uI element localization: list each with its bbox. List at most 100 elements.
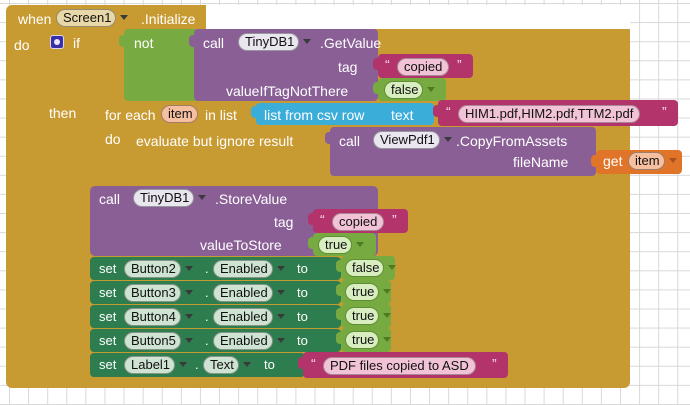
list-from-csv-row-socket-label: text bbox=[391, 107, 414, 123]
text-block-label1-plug bbox=[298, 357, 305, 373]
not-block[interactable] bbox=[124, 29, 200, 101]
for-each-variable[interactable]: item bbox=[161, 105, 198, 123]
text-literal[interactable]: HIM1.pdf,HIM2.pdf,TTM2.pdf bbox=[458, 105, 641, 123]
logic-value-dropdown[interactable]: false bbox=[345, 259, 397, 277]
evaluate-top-notch bbox=[136, 127, 154, 132]
viewpdf-copyfromassets-plug bbox=[325, 132, 332, 148]
chevron-down-icon[interactable] bbox=[443, 136, 452, 142]
get-item-variable-dropdown[interactable]: item bbox=[628, 152, 677, 170]
for-each-middle: in list bbox=[205, 107, 237, 123]
text-quote-open: “ bbox=[311, 355, 316, 372]
chevron-down-icon[interactable] bbox=[383, 336, 392, 342]
text-quote-open: “ bbox=[385, 56, 390, 73]
logic-value: true bbox=[345, 307, 380, 325]
if-keyword: if bbox=[73, 35, 80, 51]
viewpdf-arg-filename-label: fileName bbox=[513, 154, 569, 170]
tinydb-getvalue-method-name: .GetValue bbox=[320, 35, 382, 51]
chevron-down-icon[interactable] bbox=[184, 313, 193, 319]
evaluate-but-ignore-result-block[interactable] bbox=[126, 127, 326, 177]
setter-component-dropdown[interactable]: Button5 bbox=[124, 332, 193, 350]
for-each-prefix: for each bbox=[105, 107, 156, 123]
text-quote-close: ” bbox=[492, 355, 497, 372]
chevron-down-icon[interactable] bbox=[276, 313, 285, 319]
setter-property-dropdown[interactable]: Enabled bbox=[213, 284, 285, 302]
text-value-label1-message: PDF files copied to ASD bbox=[323, 357, 476, 375]
viewpdf-component-dropdown[interactable]: ViewPdf1 bbox=[373, 131, 452, 149]
get-item-variable-name: item bbox=[628, 152, 665, 170]
logic-value-dropdown[interactable]: true bbox=[345, 331, 392, 349]
setter-component-dropdown[interactable]: Label1 bbox=[124, 356, 188, 374]
chevron-down-icon[interactable] bbox=[276, 289, 285, 295]
chevron-down-icon[interactable] bbox=[668, 157, 677, 163]
get-item-plug bbox=[591, 155, 598, 171]
event-component-name: Screen1 bbox=[56, 9, 117, 27]
viewpdf-method-name: .CopyFromAssets bbox=[456, 133, 568, 149]
event-component-dropdown[interactable]: Screen1 bbox=[56, 9, 129, 27]
text-block-copied-tag-store-plug bbox=[308, 213, 315, 229]
chevron-down-icon[interactable] bbox=[383, 312, 392, 318]
setter-property-name: Enabled bbox=[213, 260, 273, 278]
chevron-down-icon[interactable] bbox=[427, 86, 436, 92]
chevron-down-icon[interactable] bbox=[198, 194, 207, 200]
logic-block-button2-plug bbox=[336, 260, 343, 276]
setter-property-dropdown[interactable]: Text bbox=[203, 356, 251, 374]
event-keyword: when bbox=[18, 11, 52, 27]
text-literal[interactable]: copied bbox=[332, 213, 385, 231]
logic-true-dropdown[interactable]: true bbox=[318, 236, 365, 254]
text-quote-close: ” bbox=[662, 103, 667, 120]
setter-component-name: Button2 bbox=[124, 260, 181, 278]
for-each-body-label: do bbox=[105, 131, 121, 147]
chevron-down-icon[interactable] bbox=[276, 337, 285, 343]
tinydb-storevalue-arg-valuetostore-label: valueToStore bbox=[200, 237, 282, 253]
setter-component-name: Label1 bbox=[124, 356, 176, 374]
chevron-down-icon[interactable] bbox=[276, 265, 285, 271]
setter-dot: . bbox=[205, 285, 209, 300]
tinydb-getvalue-arg-valueiftagnotthere-label: valueIfTagNotThere bbox=[226, 83, 349, 99]
setter-to-label: to bbox=[297, 309, 308, 324]
logic-false-dropdown[interactable]: false bbox=[384, 81, 436, 99]
setter-dot: . bbox=[195, 357, 199, 372]
setter-property-dropdown[interactable]: Enabled bbox=[213, 260, 285, 278]
chevron-down-icon[interactable] bbox=[184, 265, 193, 271]
tinydb-getvalue-component-dropdown[interactable]: TinyDB1 bbox=[238, 33, 312, 51]
gear-icon[interactable] bbox=[50, 35, 64, 49]
event-block-header-cutout bbox=[206, 5, 630, 29]
logic-value: false bbox=[345, 259, 385, 277]
text-quote-open: “ bbox=[320, 211, 325, 228]
chevron-down-icon[interactable] bbox=[383, 288, 392, 294]
chevron-down-icon[interactable] bbox=[179, 361, 188, 367]
logic-value-dropdown[interactable]: true bbox=[345, 307, 392, 325]
setter-property-dropdown[interactable]: Enabled bbox=[213, 332, 285, 350]
chevron-down-icon[interactable] bbox=[184, 289, 193, 295]
text-literal[interactable]: PDF files copied to ASD bbox=[323, 357, 476, 375]
tinydb-getvalue-keyword: call bbox=[203, 35, 225, 51]
text-quote-close: ” bbox=[457, 56, 462, 73]
text-block-copied-tag-get-plug bbox=[373, 58, 380, 74]
setter-property-name: Enabled bbox=[213, 284, 273, 302]
chevron-down-icon[interactable] bbox=[388, 264, 397, 270]
tinydb-getvalue-arg-tag-label: tag bbox=[338, 59, 358, 75]
logic-value: true bbox=[345, 283, 380, 301]
tinydb-storevalue-component-dropdown[interactable]: TinyDB1 bbox=[133, 189, 207, 207]
setter-component-name: Button3 bbox=[124, 284, 181, 302]
text-quote-close: ” bbox=[392, 211, 397, 228]
chevron-down-icon[interactable] bbox=[303, 38, 312, 44]
chevron-down-icon[interactable] bbox=[242, 361, 251, 367]
tinydb-storevalue-method-name: .StoreValue bbox=[215, 191, 288, 207]
setter-dot: . bbox=[205, 333, 209, 348]
text-literal[interactable]: copied bbox=[397, 58, 450, 76]
text-value-copied-get: copied bbox=[397, 58, 450, 76]
setter-component-dropdown[interactable]: Button4 bbox=[124, 308, 193, 326]
setter-component-dropdown[interactable]: Button2 bbox=[124, 260, 193, 278]
setter-keyword: set bbox=[99, 261, 117, 276]
text-value-copied-store: copied bbox=[332, 213, 385, 231]
chevron-down-icon[interactable] bbox=[184, 337, 193, 343]
chevron-down-icon[interactable] bbox=[120, 14, 129, 20]
list-from-csv-row-block[interactable] bbox=[256, 103, 434, 125]
tinydb-getvalue-component-name: TinyDB1 bbox=[238, 33, 300, 51]
logic-value-dropdown[interactable]: true bbox=[345, 283, 392, 301]
chevron-down-icon[interactable] bbox=[356, 241, 365, 247]
setter-property-dropdown[interactable]: Enabled bbox=[213, 308, 285, 326]
setter-component-dropdown[interactable]: Button3 bbox=[124, 284, 193, 302]
for-each-variable-name: item bbox=[161, 105, 198, 123]
